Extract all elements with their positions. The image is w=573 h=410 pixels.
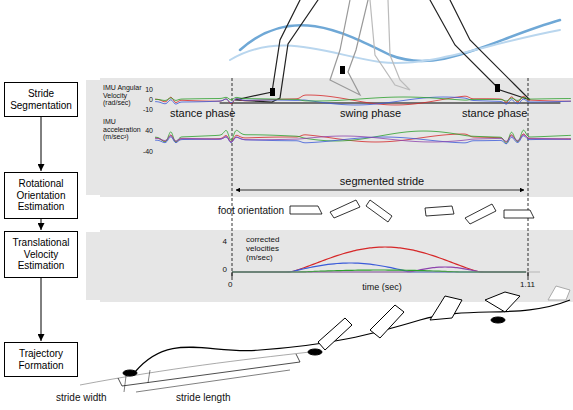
process-box: Trajectory Formation <box>4 342 78 377</box>
axis-label: 1.11 <box>520 281 535 290</box>
velocity-trace <box>232 267 526 272</box>
tick <box>528 272 529 278</box>
annotation-label: stride width <box>56 392 107 403</box>
velocity-trace <box>232 263 526 272</box>
axis-label: -40 <box>143 148 153 156</box>
axis-label: IMU acceleration (m/sec²) <box>103 118 151 141</box>
axis-label: 40 <box>145 127 153 135</box>
velocity-band <box>86 230 573 302</box>
box-label: Translational Velocity Estimation <box>5 235 77 274</box>
flow-arrow <box>41 278 42 341</box>
box-label: Stride Segmentation <box>5 86 77 113</box>
box-label: Rotational Orientation Estimation <box>5 176 77 215</box>
signal-trace <box>155 130 571 143</box>
signal-trace <box>155 135 571 142</box>
walking-legs <box>220 0 560 103</box>
box-label: Trajectory Formation <box>5 346 77 373</box>
signal-trace <box>155 136 571 144</box>
axis-label: 0 <box>228 281 232 290</box>
annotation-label: segmented stride <box>338 175 426 187</box>
flow-arrow <box>41 219 42 230</box>
imu-signals <box>155 95 571 272</box>
process-box: Translational Velocity Estimation <box>4 231 78 278</box>
annotation-label: foot orientation <box>218 205 284 216</box>
process-box: Rotational Orientation Estimation <box>4 172 78 219</box>
signal-trace <box>155 97 571 105</box>
axis-label: IMU Angular Velocity (rad/sec) <box>103 84 149 107</box>
annotation-label: swing phase <box>340 107 401 119</box>
axis-label: 0 <box>223 266 227 275</box>
trajectory <box>80 286 570 392</box>
process-box: Stride Segmentation <box>4 82 78 117</box>
axis-label: corrected velocities (m/sec) <box>246 236 298 262</box>
axis-label: 4 <box>223 238 227 247</box>
signal-trace <box>155 95 571 105</box>
signal-trace <box>155 97 571 101</box>
annotation-label: time (sec) <box>360 283 404 293</box>
time-axis <box>232 272 540 273</box>
flow-arrow <box>41 117 42 171</box>
axis-label: -10 <box>143 106 153 114</box>
annotation-label: stride length <box>176 392 230 403</box>
annotation-label: stance phase <box>170 107 235 119</box>
stride-arrow <box>236 190 524 191</box>
signal-band <box>86 78 573 197</box>
foot-shapes <box>290 200 534 224</box>
stride-end <box>528 78 529 280</box>
axis-label: 0 <box>149 96 153 104</box>
annotation-label: stance phase <box>462 107 527 119</box>
tick <box>232 272 233 278</box>
axis-label: 10 <box>145 86 153 94</box>
